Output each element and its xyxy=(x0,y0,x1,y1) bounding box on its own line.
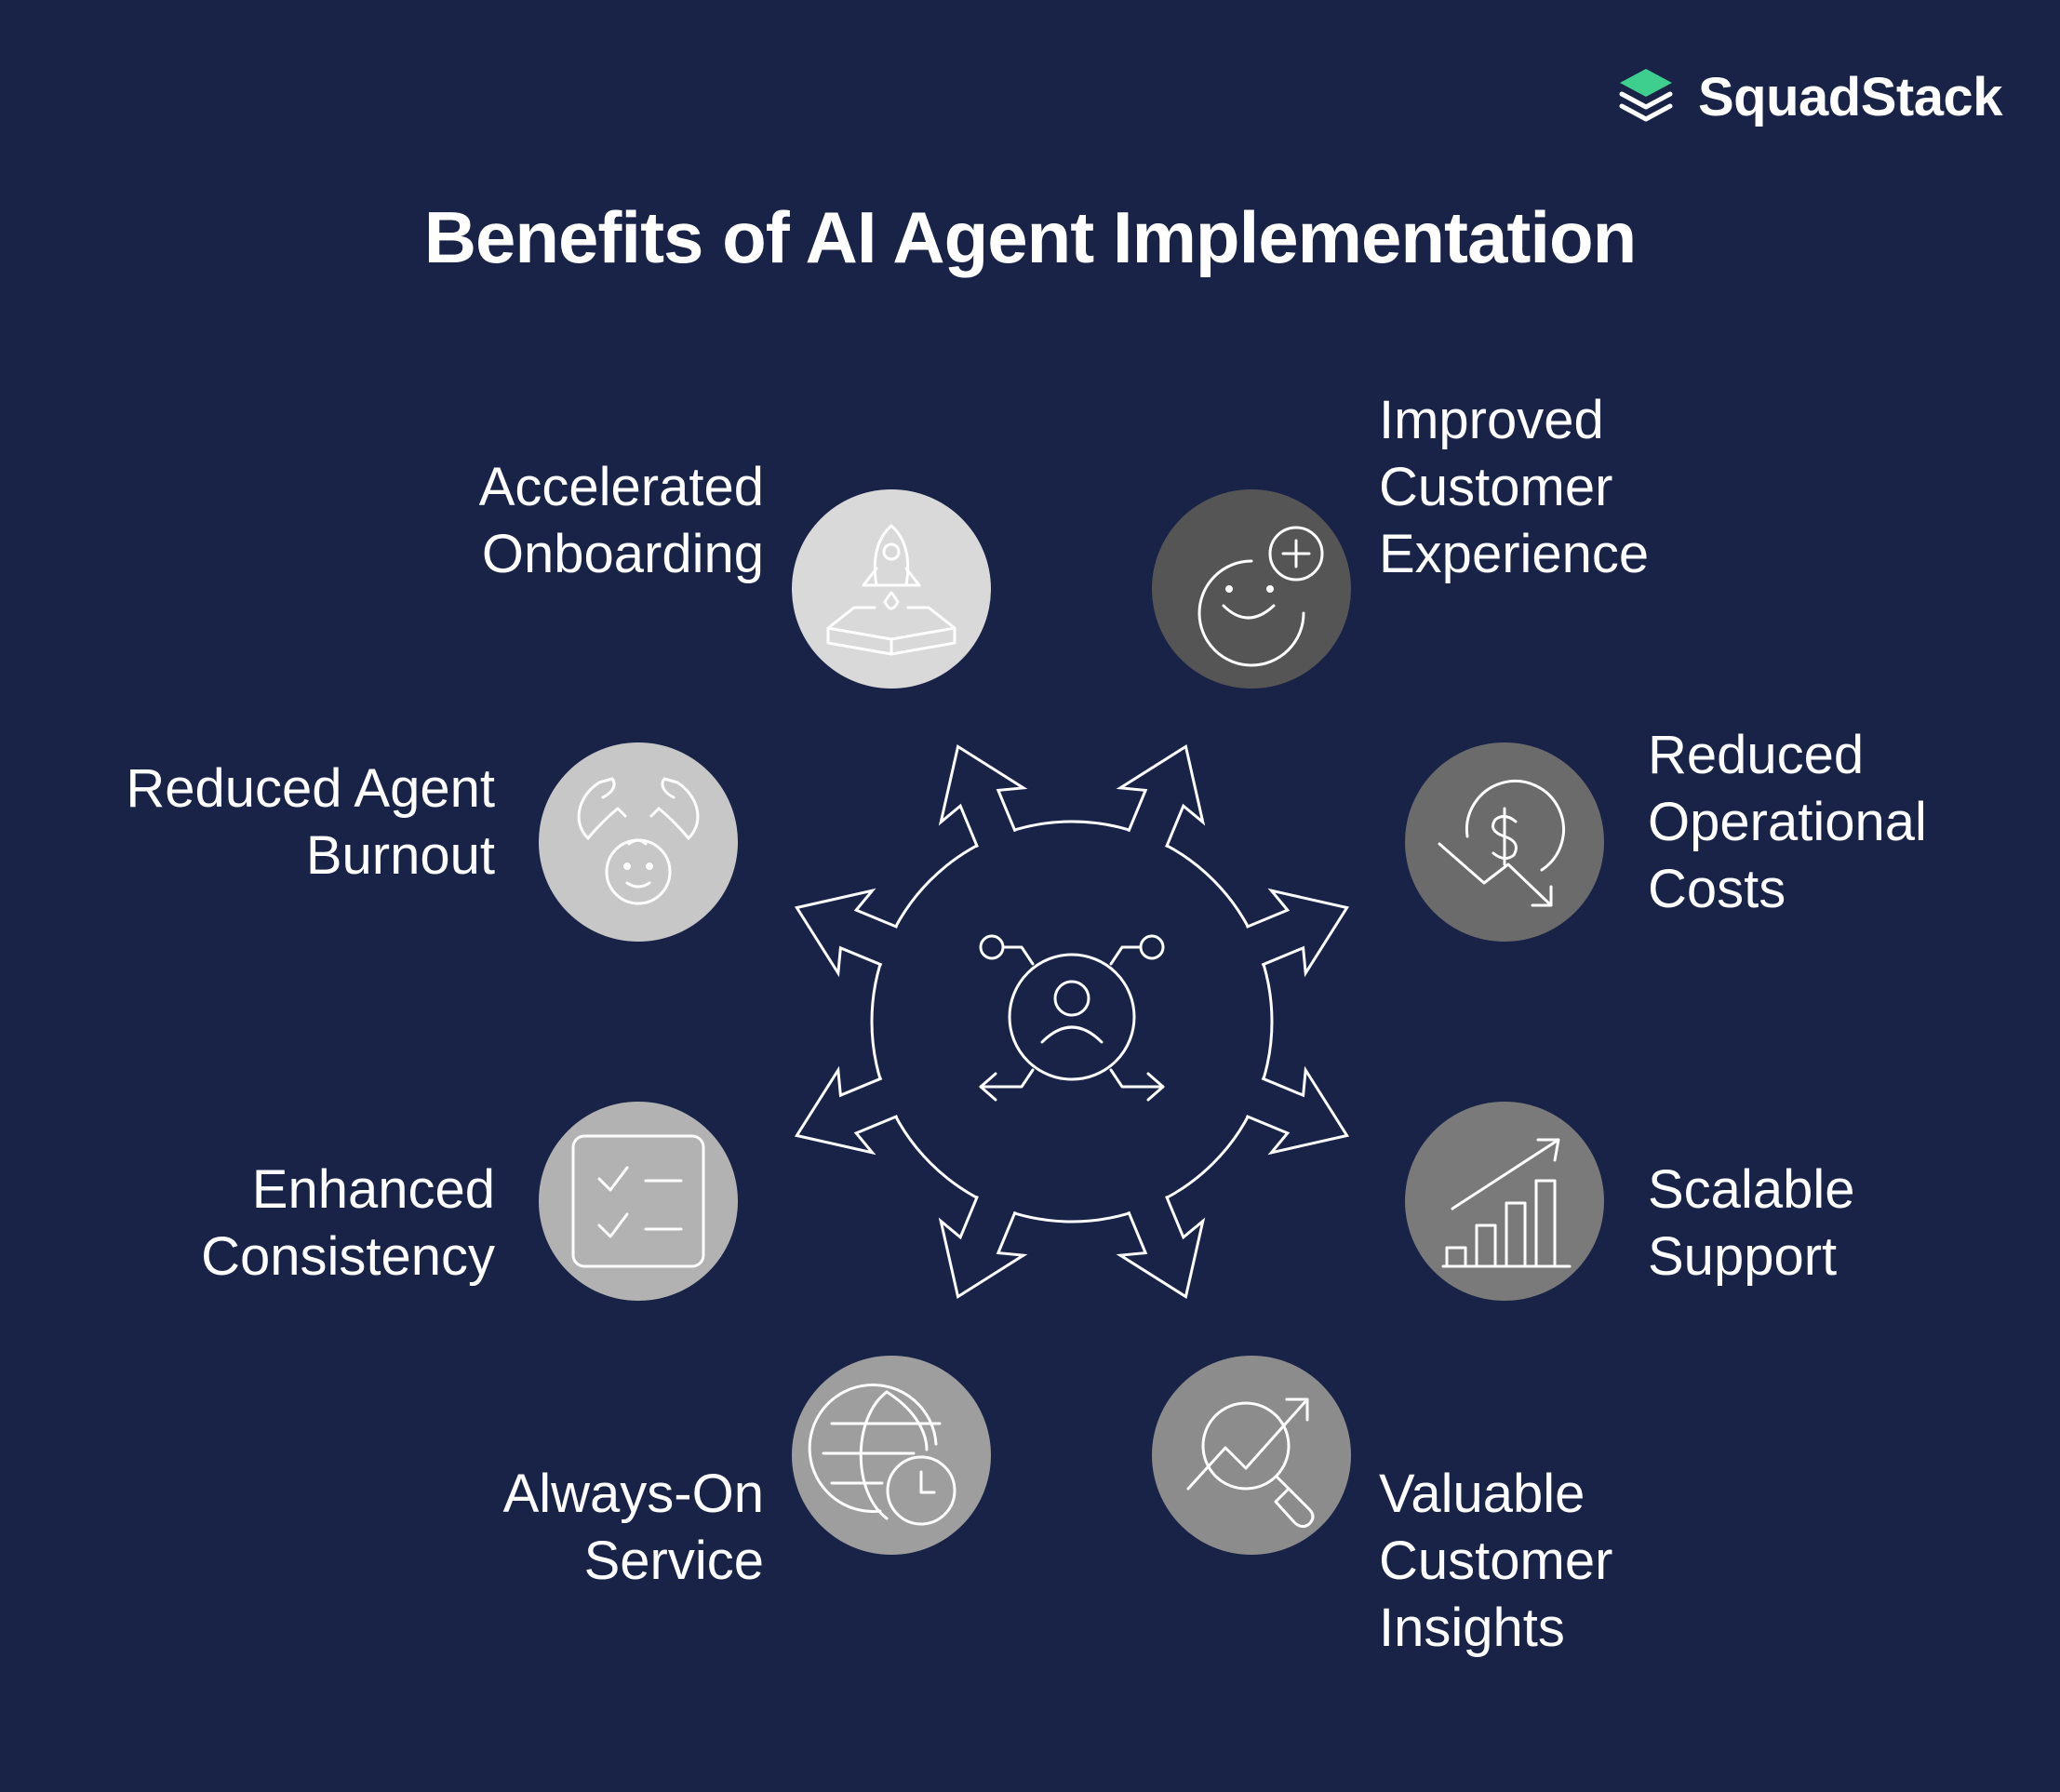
layers-logo-icon xyxy=(1619,69,1673,122)
hub-ring xyxy=(870,820,1274,1224)
happy-face-plus-icon xyxy=(1197,526,1324,667)
page-title: Benefits of AI Agent Implementation xyxy=(423,196,1638,278)
benefit-circle xyxy=(792,489,991,689)
arrow-to-costs xyxy=(1245,888,1350,978)
benefit-label-line: Onboarding xyxy=(481,524,764,584)
benefit-label-line: Reduced Agent xyxy=(126,758,495,819)
benefit-label-line: Accelerated xyxy=(478,457,764,517)
benefit-label-line: Always-On xyxy=(502,1464,764,1524)
benefit-label-line: Costs xyxy=(1648,859,1786,919)
radial-arrows xyxy=(794,743,1350,1300)
globe-clock-icon xyxy=(808,1383,956,1526)
arrow-to-experience xyxy=(1116,743,1206,849)
benefit-label-line: Customer xyxy=(1379,457,1613,517)
benefit-circle xyxy=(1152,1356,1351,1555)
benefit-label-line: Burnout xyxy=(305,825,495,886)
benefit-label-line: Operational xyxy=(1648,792,1927,852)
benefit-label-line: Scalable xyxy=(1648,1159,1855,1220)
rocket-launch-icon xyxy=(826,524,956,656)
dollar-down-icon xyxy=(1438,780,1565,907)
benefit-nodes xyxy=(539,489,1604,1555)
benefit-node xyxy=(539,1102,738,1301)
benefit-circle xyxy=(792,1356,991,1555)
insight-search-icon xyxy=(1186,1397,1315,1529)
checklist-icon xyxy=(571,1134,705,1268)
benefit-node xyxy=(1152,489,1351,689)
benefit-label-line: Support xyxy=(1648,1226,1838,1287)
benefit-circle xyxy=(1405,1102,1604,1301)
arrow-to-always-on xyxy=(938,1195,1028,1300)
growth-bars-icon xyxy=(1441,1138,1572,1268)
benefit-node xyxy=(539,742,738,942)
benefit-label-line: Insights xyxy=(1379,1598,1565,1658)
benefit-label-line: Consistency xyxy=(201,1226,495,1287)
benefit-circle xyxy=(539,742,738,942)
benefit-node xyxy=(1152,1356,1351,1555)
benefit-node xyxy=(792,489,991,689)
benefit-label-line: Valuable xyxy=(1379,1464,1585,1524)
arrow-to-insights xyxy=(1116,1195,1206,1300)
agent-hub-icon xyxy=(979,934,1165,1102)
arrow-to-onboarding xyxy=(938,743,1028,849)
arrow-to-burnout xyxy=(794,888,899,978)
caring-hands-icon xyxy=(577,777,700,905)
benefit-node xyxy=(792,1356,991,1555)
benefit-label-line: Customer xyxy=(1379,1531,1613,1591)
benefit-node xyxy=(1405,742,1604,942)
brand-logo: SquadStack xyxy=(1612,63,2003,130)
benefit-label-line: Service xyxy=(583,1531,764,1591)
benefit-label-line: Reduced xyxy=(1648,725,1865,785)
benefit-label-line: Experience xyxy=(1379,524,1650,584)
benefit-node xyxy=(1405,1102,1604,1301)
arrow-to-scalable xyxy=(1245,1065,1350,1156)
arrow-to-consistency xyxy=(794,1065,899,1156)
benefit-circle xyxy=(1152,489,1351,689)
benefit-label-line: Enhanced xyxy=(251,1159,495,1220)
brand-name: SquadStack xyxy=(1698,66,2003,127)
benefit-label-line: Improved xyxy=(1379,390,1604,450)
benefit-circle xyxy=(539,1102,738,1301)
